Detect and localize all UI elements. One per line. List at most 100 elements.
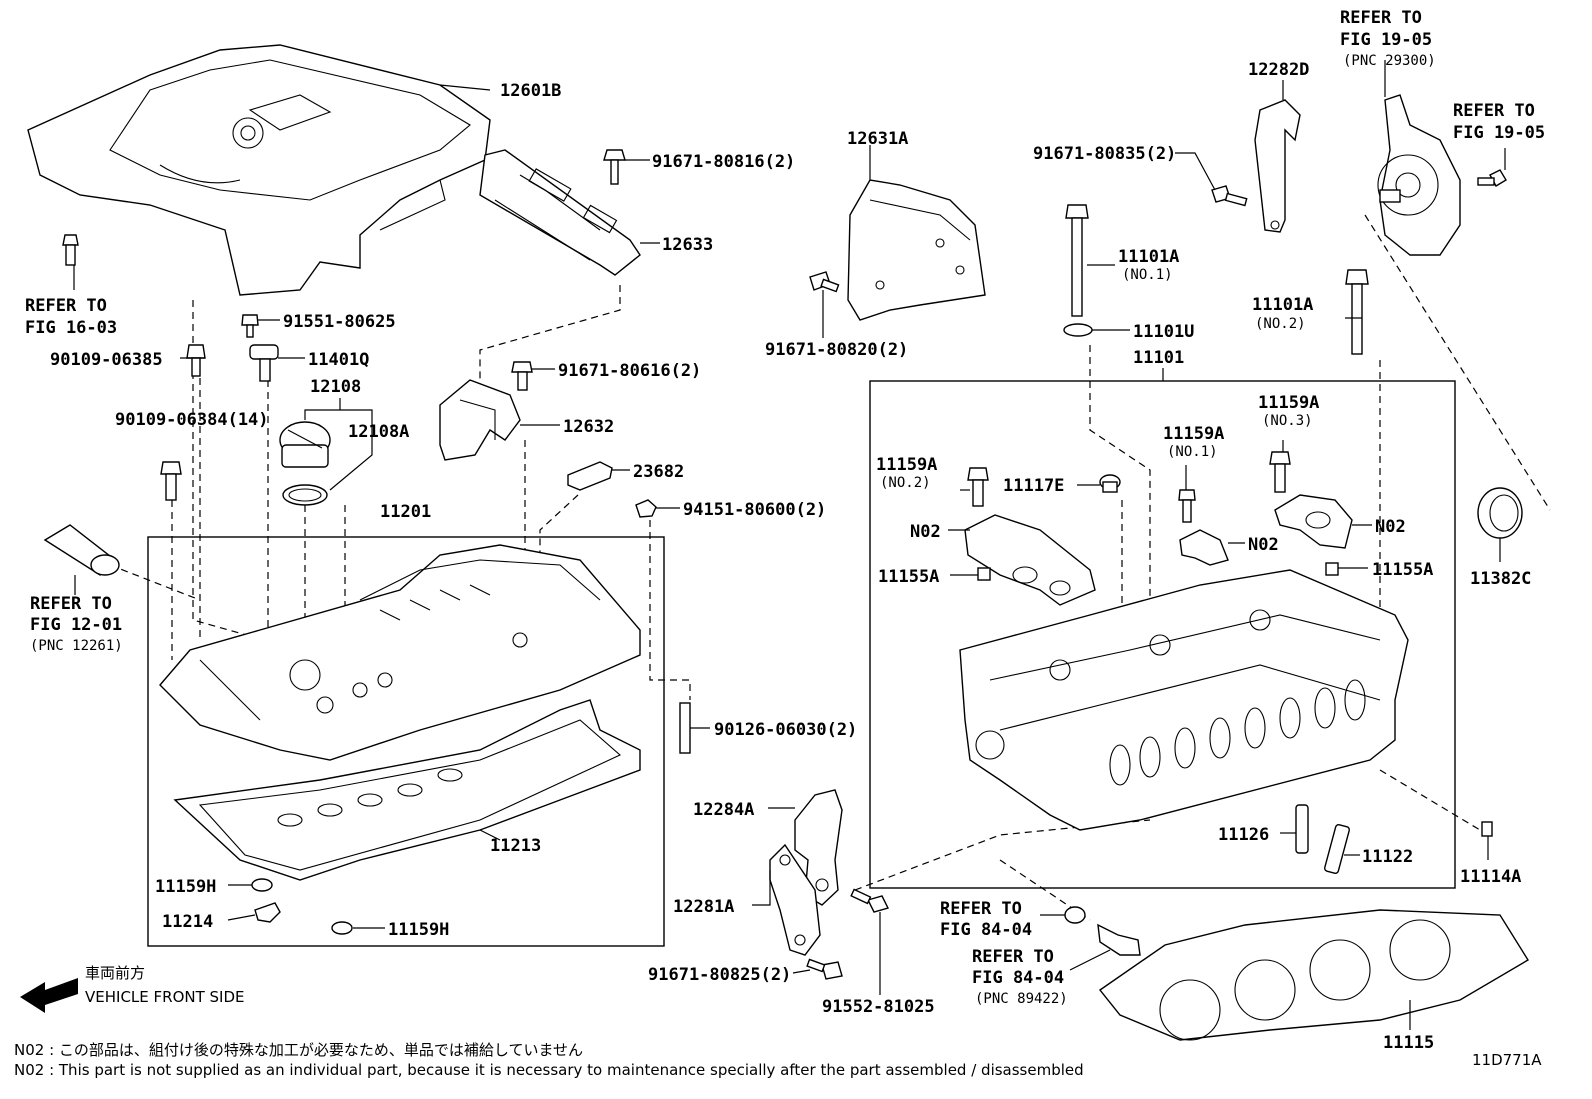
footnote-jp: N02 : この部品は、組付け後の特殊な加工が必要なため、単品では補給していませ…: [14, 1041, 583, 1059]
washer-11101U: [1063, 323, 1093, 337]
refer-fig-12-01: FIG 12-01: [30, 615, 122, 635]
bolt-91671-80835: [1211, 185, 1248, 207]
footnote-en: N02 : This part is not supplied as an in…: [14, 1061, 1084, 1079]
label-11213: 11213: [490, 836, 541, 856]
bracket-11214: [254, 902, 281, 923]
bracket-12632: [439, 379, 521, 461]
bolt-91671-80816: [603, 149, 626, 185]
label-11126: 11126: [1218, 825, 1269, 845]
label-12601B: 12601B: [500, 81, 561, 101]
plate-23682: [567, 461, 613, 491]
label-N02: N02: [1375, 517, 1406, 537]
bolt-91551-80625: [241, 314, 259, 338]
refer-fig-19-05: FIG 19-05: [1453, 123, 1545, 143]
leader-lines: [73, 60, 1506, 1030]
refer-to-label: REFER TO: [30, 594, 112, 614]
refer-to-label: REFER TO: [1453, 101, 1535, 121]
plug-11117E: [1099, 474, 1121, 493]
bolt-91671-80820: [809, 271, 840, 293]
vehicle-front-en: VEHICLE FRONT SIDE: [85, 988, 245, 1006]
label-12281A: 12281A: [673, 897, 734, 917]
label-11101A-no2: 11101A: [1252, 295, 1313, 315]
bolt-90109-06384: [160, 461, 182, 501]
cam-cap-N02-c: [1274, 494, 1353, 549]
label-11159A-no3: 11159A: [1258, 393, 1319, 413]
washer-ref-84-04: [1064, 906, 1086, 924]
hanger-12284A: [794, 789, 843, 906]
guide-11122: [1324, 823, 1350, 875]
label-91671-80616: 91671-80616(2): [558, 361, 701, 381]
refer-pnc-29300: (PNC 29300): [1343, 53, 1436, 69]
bolt-91552-81025: [850, 888, 890, 913]
label-11159A-no1: 11159A: [1163, 424, 1224, 444]
bolt-90109-06385: [186, 344, 206, 377]
label-11155A: 11155A: [878, 567, 939, 587]
head-gasket-11115: [1098, 909, 1529, 1041]
label-94151-80600: 94151-80600(2): [683, 500, 826, 520]
box-11201: [147, 536, 665, 947]
vacuum-pump-ref-19-05: [1377, 94, 1461, 256]
label-12108A: 12108A: [348, 422, 409, 442]
label-11201: 11201: [380, 502, 431, 522]
label-91671-80816: 91671-80816(2): [652, 152, 795, 172]
label-11115: 11115: [1383, 1033, 1434, 1053]
label-11101: 11101: [1133, 348, 1184, 368]
refer-fig-16-03: FIG 16-03: [25, 318, 117, 338]
bolt-11101A-no2: [1345, 269, 1369, 355]
label-12284A: 12284A: [693, 800, 754, 820]
label-90109-06384: 90109-06384(14): [115, 410, 269, 430]
refer-pnc-12261: (PNC 12261): [30, 638, 123, 654]
label-90109-06385: 90109-06385: [50, 350, 163, 370]
label-12633: 12633: [662, 235, 713, 255]
hanger-12281A: [769, 843, 821, 956]
label-11122: 11122: [1362, 847, 1413, 867]
pin-11114A: [1481, 821, 1493, 837]
seal-11382C: [1477, 487, 1523, 539]
dowel-11155A-b: [1325, 562, 1339, 576]
washer-11159H-b: [331, 921, 353, 935]
label-23682: 23682: [633, 462, 684, 482]
label-N02: N02: [1248, 535, 1279, 555]
refer-to-label: REFER TO: [972, 947, 1054, 967]
bolt-11159A-no3: [1269, 451, 1291, 493]
vehicle-front-arrow-icon: [20, 978, 78, 1013]
label-91671-80835: 91671-80835(2): [1033, 144, 1176, 164]
bracket-12631A: [847, 179, 986, 321]
label-11117E: 11117E: [1003, 476, 1064, 496]
sensor-11401Q: [249, 344, 279, 382]
refer-fig-84-04: FIG 84-04: [940, 920, 1032, 940]
cylinder-head-11101: [959, 569, 1409, 831]
refer-to-label: REFER TO: [1340, 8, 1422, 28]
label-12282D: 12282D: [1248, 60, 1309, 80]
label-11101A-no1: 11101A: [1118, 247, 1179, 267]
label-11159A-no2-sub: (NO.2): [880, 475, 931, 491]
refer-pnc-89422: (PNC 89422): [975, 991, 1068, 1007]
engine-cover-12601B: [27, 44, 491, 296]
gasket-11213: [173, 699, 641, 881]
label-11155A: 11155A: [1372, 560, 1433, 580]
refer-to-label: REFER TO: [25, 296, 107, 316]
head-cover-11201: [159, 544, 641, 761]
label-11101A-no1-sub: (NO.1): [1122, 267, 1173, 283]
label-11101U: 11101U: [1133, 322, 1194, 342]
refer-to-label: REFER TO: [940, 899, 1022, 919]
label-N02: N02: [910, 522, 941, 542]
label-91551-80625: 91551-80625: [283, 312, 396, 332]
label-11382C: 11382C: [1470, 569, 1531, 589]
label-11401Q: 11401Q: [308, 350, 369, 370]
label-11159H: 11159H: [155, 877, 216, 897]
label-11159A-no2: 11159A: [876, 455, 937, 475]
bolt-11159A-no2: [967, 467, 989, 507]
bracket-12633: [479, 149, 641, 276]
bolt-11101A-no1: [1065, 204, 1089, 317]
label-12108: 12108: [310, 377, 361, 397]
guide-11126: [1295, 804, 1309, 854]
label-11114A: 11114A: [1460, 867, 1521, 887]
washer-11159H-a: [251, 878, 273, 892]
bolt-ref-19-05: [1477, 169, 1507, 187]
label-11101A-no2-sub: (NO.2): [1255, 316, 1306, 332]
label-91552-81025: 91552-81025: [822, 997, 935, 1017]
stud-90126-06030: [679, 702, 691, 754]
label-11214: 11214: [162, 912, 213, 932]
